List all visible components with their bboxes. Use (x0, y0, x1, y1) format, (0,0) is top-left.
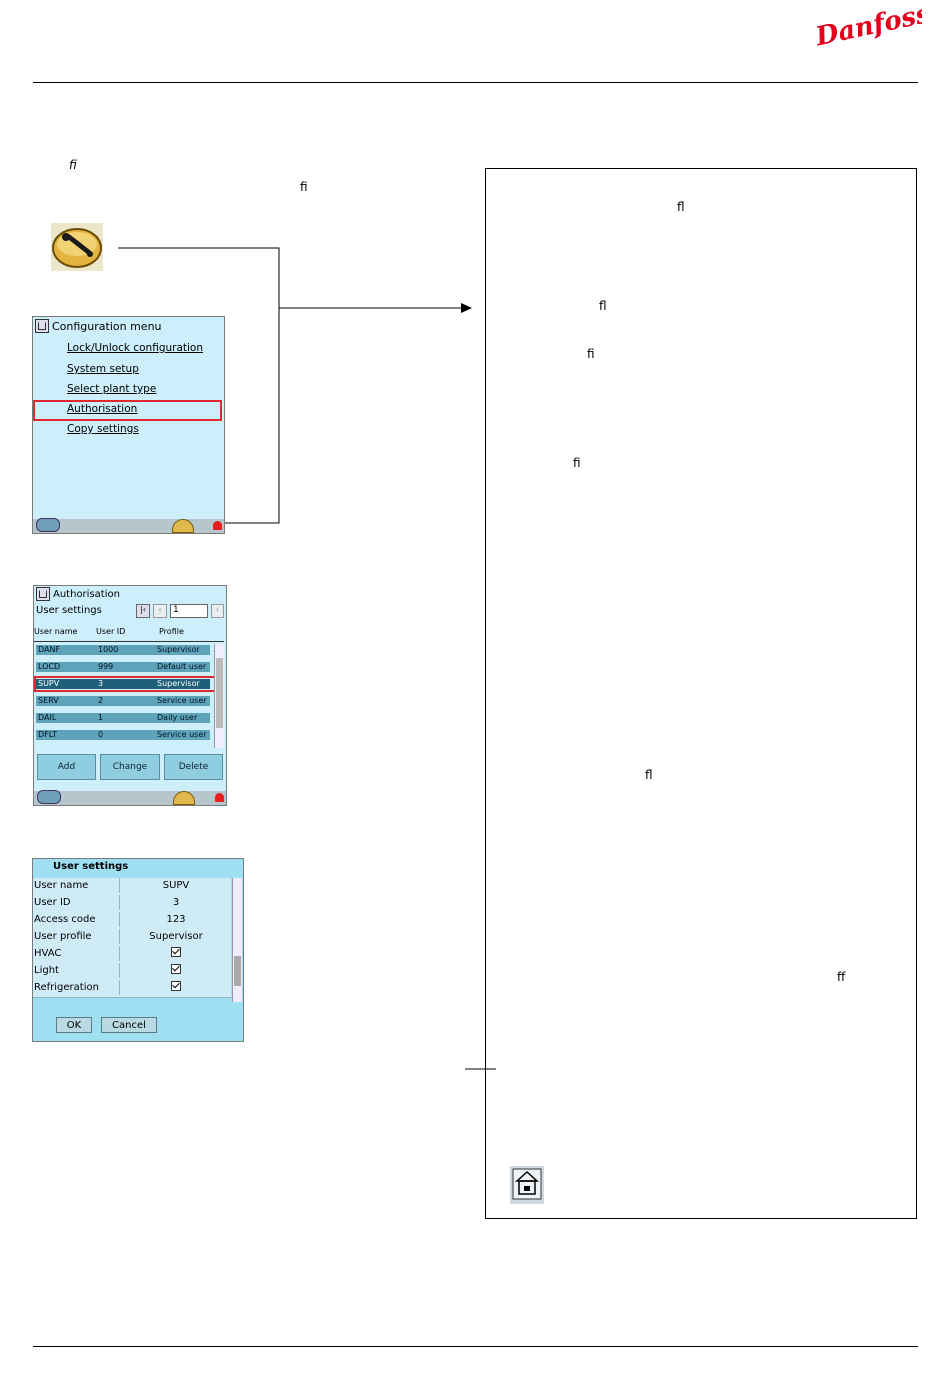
menu-item-authorisation[interactable]: Authorisation (67, 403, 138, 415)
first-page-button[interactable]: |‹ (136, 604, 150, 618)
wrench-icon (51, 223, 103, 271)
scroll-thumb[interactable] (234, 956, 241, 986)
add-button[interactable]: Add (37, 754, 96, 780)
menu-item-system-setup[interactable]: System setup (67, 363, 139, 375)
glyph-fi: ﬁ (300, 180, 308, 194)
cancel-button[interactable]: Cancel (101, 1017, 157, 1033)
user-settings-title: User settings (53, 861, 129, 872)
next-page-button[interactable]: › (211, 604, 224, 618)
glyph-fi: ﬁ (587, 347, 595, 361)
alarm-bell-icon[interactable] (213, 521, 222, 530)
prev-page-button[interactable]: ‹ (153, 604, 167, 618)
authorisation-screen: Authorisation User settings |‹ ‹ 1 › Use… (33, 585, 227, 806)
col-header-userid: User ID (96, 627, 126, 636)
alarm-bell-icon[interactable] (215, 793, 224, 802)
selection-highlight (33, 400, 222, 421)
on-off-icon[interactable] (36, 518, 60, 532)
light-checkbox[interactable] (171, 964, 181, 974)
delete-button[interactable]: Delete (164, 754, 223, 780)
subtitle: User settings (36, 605, 102, 616)
menu-item-select-plant-type[interactable]: Select plant type (67, 383, 157, 395)
glyph-ff: ﬀ (837, 970, 846, 984)
field-row-refrigeration: Refrigeration (33, 980, 231, 998)
wrench-icon[interactable] (172, 519, 194, 533)
header-rule (33, 82, 918, 83)
col-header-profile: Profile (159, 627, 184, 636)
footer-rule (33, 1346, 918, 1347)
description-box (485, 168, 917, 1219)
home-icon[interactable] (36, 587, 50, 601)
authorisation-title: Authorisation (53, 588, 120, 600)
page-field[interactable]: 1 (170, 604, 208, 618)
refrigeration-checkbox[interactable] (171, 981, 181, 991)
glyph-fl: ﬂ (599, 299, 607, 313)
status-bar (33, 518, 224, 533)
screen-title: Configuration menu (35, 318, 162, 334)
menu-item-copy-settings[interactable]: Copy settings (67, 423, 139, 435)
pager: |‹ ‹ 1 › (136, 604, 224, 619)
wrench-icon[interactable] (173, 791, 195, 805)
field-row-hvac: HVAC (33, 946, 231, 964)
scrollbar[interactable] (214, 644, 224, 748)
col-header-username: User name (34, 627, 78, 636)
scroll-thumb[interactable] (216, 658, 223, 728)
configuration-menu-screen: Configuration menu Lock/Unlock configura… (32, 316, 225, 534)
danfoss-logo: Danfoss (812, 6, 922, 48)
home-icon (510, 1166, 544, 1204)
glyph-fl: ﬂ (677, 200, 685, 214)
glyph-fl: ﬂ (645, 768, 653, 782)
ok-button[interactable]: OK (56, 1017, 92, 1033)
glyph-fi: ﬁ (573, 456, 581, 470)
glyph-fi: ﬁ (69, 158, 77, 172)
field-row-light: Light (33, 963, 231, 981)
menu-item-lock-unlock[interactable]: Lock/Unlock configuration (67, 342, 204, 354)
home-icon[interactable] (35, 319, 49, 333)
hvac-checkbox[interactable] (171, 947, 181, 957)
scrollbar[interactable] (232, 878, 242, 1002)
on-off-icon[interactable] (37, 790, 61, 804)
change-button[interactable]: Change (100, 754, 160, 780)
status-bar (34, 790, 226, 805)
selection-highlight (34, 676, 224, 692)
config-menu-title: Configuration menu (52, 319, 162, 333)
screen-title: Authorisation (36, 586, 120, 602)
